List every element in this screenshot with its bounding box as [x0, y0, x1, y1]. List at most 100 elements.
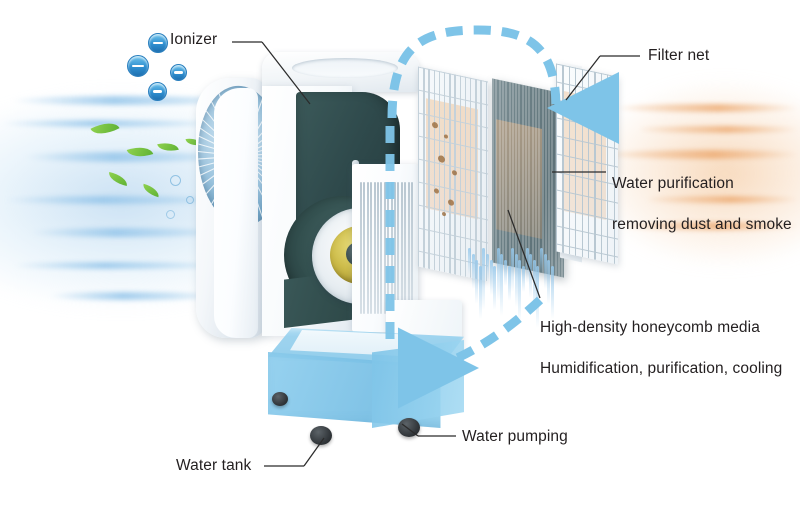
water-drip — [550, 266, 554, 319]
louver-slot — [377, 182, 379, 314]
filter-net-panel — [556, 63, 618, 265]
callout-honeycomb-media: High-density honeycomb media Humidificat… — [540, 298, 782, 400]
ion-icon — [170, 64, 187, 81]
honeycomb-rib — [551, 90, 554, 276]
honeycomb-rib — [521, 84, 524, 270]
net-vertical-wire — [568, 66, 570, 255]
honeycomb-rib — [501, 80, 504, 265]
louver-slot — [363, 182, 366, 314]
louver-slot — [383, 182, 386, 314]
callout-water-tank: Water tank — [176, 457, 252, 474]
grid-vertical-wire — [418, 66, 420, 267]
honeycomb-rib — [544, 89, 547, 274]
water-drip — [496, 248, 500, 301]
water-drip — [522, 266, 525, 292]
louver-slot — [366, 182, 369, 314]
warm-air-streak — [640, 126, 800, 133]
grid-vertical-wire — [485, 80, 487, 282]
louver-slot — [404, 182, 407, 314]
louver-slot — [360, 182, 362, 314]
grid-filter-frame — [418, 66, 488, 282]
water-drip — [514, 254, 518, 307]
callout-water-purification-line1: Water purification — [612, 175, 734, 193]
caster-wheel — [310, 426, 332, 445]
water-drip — [500, 254, 504, 316]
fan-cover-lip — [214, 88, 258, 338]
water-drip — [489, 260, 493, 295]
honeycomb-rib — [534, 87, 537, 272]
grid-vertical-wire — [433, 69, 435, 271]
net-vertical-wire — [581, 68, 583, 258]
dust-particle — [452, 169, 457, 176]
dust-particle — [442, 211, 446, 217]
honeycomb-rib — [525, 85, 527, 270]
grid-vertical-wire — [475, 78, 477, 280]
honeycomb-rib — [531, 86, 534, 272]
water-drip — [486, 254, 489, 280]
water-drip — [471, 254, 475, 289]
warm-air-streak — [610, 150, 800, 159]
cabinet-top-recess — [292, 58, 398, 78]
louver-slot — [370, 182, 373, 314]
ion-icon — [148, 33, 168, 53]
water-drip — [511, 248, 515, 292]
louver-slot — [397, 182, 400, 314]
grid-vertical-wire — [428, 68, 430, 270]
honeycomb-rib — [511, 82, 514, 267]
water-bubble-icon — [170, 175, 181, 186]
net-vertical-wire — [600, 72, 602, 262]
warm-air-streak — [624, 222, 800, 230]
ion-icon — [148, 82, 167, 101]
callout-ionizer: Ionizer — [170, 31, 218, 48]
cool-air-streak — [48, 292, 213, 300]
callout-water-purification: Water purification removing dust and smo… — [612, 154, 792, 256]
louver-slot — [387, 182, 390, 314]
honeycomb-rib — [538, 88, 541, 273]
grid-vertical-wire — [444, 72, 446, 273]
callout-honeycomb-line1: High-density honeycomb media — [540, 319, 760, 337]
louver-slot — [373, 182, 376, 314]
warm-air-streak — [620, 104, 800, 112]
honeycomb-rib — [548, 90, 551, 275]
honeycomb-rib — [505, 81, 508, 266]
louver-slot — [380, 182, 383, 314]
water-drip — [518, 260, 522, 322]
louver-slot — [394, 182, 396, 314]
grid-vertical-wire — [438, 70, 441, 272]
grid-vertical-wire — [464, 76, 467, 277]
louver-slot — [400, 182, 403, 314]
water-drip — [507, 266, 511, 301]
callout-water-pumping: Water pumping — [462, 428, 568, 445]
callout-filter-net: Filter net — [648, 47, 710, 64]
net-vertical-wire — [607, 74, 609, 263]
water-drip — [493, 266, 497, 310]
cool-air-streak — [24, 152, 224, 162]
warm-air-streak — [648, 196, 800, 203]
honeycomb-rib — [518, 83, 521, 269]
honeycomb-rib — [508, 81, 511, 267]
dust-particle — [448, 198, 454, 207]
net-horizontal-wire — [556, 225, 618, 240]
ion-icon — [127, 55, 149, 77]
water-drip — [547, 260, 551, 304]
dust-particle — [444, 134, 448, 139]
honeycomb-rib — [495, 79, 498, 264]
dust-particle — [432, 121, 438, 129]
grid-vertical-wire — [423, 67, 425, 268]
cool-air-streak — [4, 196, 224, 204]
water-bubble-icon — [186, 196, 194, 204]
callout-water-purification-line2: removing dust and smoke — [612, 216, 792, 234]
honeycomb-rib — [492, 78, 494, 263]
net-vertical-wire — [562, 64, 564, 254]
louver-slot — [390, 182, 393, 314]
cool-air-streak — [10, 96, 240, 105]
dust-particle — [434, 187, 439, 195]
net-vertical-wire — [575, 67, 577, 256]
honeycomb-rib — [498, 79, 501, 265]
honeycomb-rib — [515, 83, 518, 268]
water-drip — [536, 266, 540, 328]
caster-wheel — [398, 418, 420, 437]
water-drip — [532, 260, 536, 313]
water-drip — [478, 266, 482, 319]
